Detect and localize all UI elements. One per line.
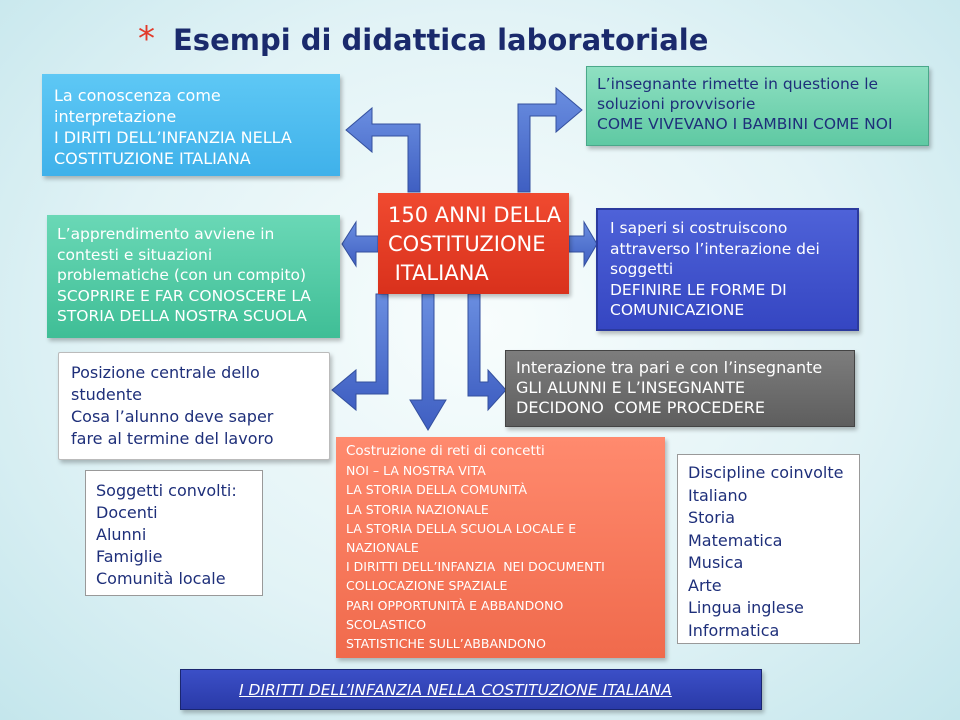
box-line: DECIDONO COME PROCEDERE [516,398,766,417]
box-line: PARI OPPORTUNITÀ E ABBANDONO [346,597,564,613]
box-line: fare al termine del lavoro [71,429,274,448]
box-discipline: Discipline coinvolte Italiano Storia Mat… [677,454,860,644]
box-posizione: Posizione centrale dello studente Cosa l… [58,352,330,460]
box-line: Musica [688,553,744,572]
box-costruzione: Costruzione di reti di concetti NOI – LA… [336,437,665,658]
box-line: I saperi si costruiscono [610,219,788,237]
box-line: COME VIVEVANO I BAMBINI COME NOI [597,115,893,133]
box-centrale: 150 ANNI DELLA COSTITUZIONE ITALIANA [378,193,569,294]
box-line: COMUNICAZIONE [610,301,745,319]
box-line: Comunità locale [96,569,226,588]
box-insegnante-rimette: L’insegnante rimette in questione le sol… [586,66,929,146]
box-line: L’apprendimento avviene in [57,225,275,243]
box-line: studente [71,385,143,404]
box-line: Soggetti convolti: [96,481,237,500]
box-line: Italiano [688,485,748,505]
box-saperi: I saperi si costruiscono attraverso l’in… [596,208,859,331]
page-title: * Esempi di didattica laboratoriale [138,16,898,62]
footer-link-diritti-infanzia[interactable]: I DIRITTI DELL’INFANZIA NELLA COSTITUZIO… [180,669,762,710]
box-line: LA STORIA DELLA SCUOLA LOCALE E [346,520,577,536]
box-interazione: Interazione tra pari e con l’insegnante … [505,350,855,427]
box-line: La conoscenza come [54,86,221,105]
arrow-to-saperi [568,220,598,268]
box-line: interpretazione [54,107,177,126]
box-line: problematiche (con un compito) [57,266,307,284]
box-line: Interazione tra pari e con l’insegnante [516,358,823,377]
box-apprendimento: L’apprendimento avviene in contesti e si… [47,215,340,338]
arrow-to-posizione [331,293,389,412]
box-line: LA STORIA NAZIONALE [346,501,489,517]
title-text: Esempi di didattica laboratoriale [173,23,709,57]
box-soggetti: Soggetti convolti: Docenti Alunni Famigl… [85,470,263,596]
box-line: soggetti [610,260,674,278]
box-line: soluzioni provvisorie [597,95,756,113]
box-line: Discipline coinvolte [688,463,844,482]
box-line: attraverso l’interazione dei [610,239,820,258]
box-line: NAZIONALE [346,540,419,556]
arrow-to-costruzione [409,293,447,431]
footer-link-text: I DIRITTI DELL’INFANZIA NELLA COSTITUZIO… [239,681,672,699]
arrow-to-interazione [467,293,507,412]
box-line: Alunni [96,525,147,544]
box-line: Posizione centrale dello [71,363,260,382]
box-line: DEFINIRE LE FORME DI [610,280,787,299]
box-line: Informatica [688,620,780,640]
arrow-to-apprendimento [341,220,379,268]
arrow-to-conoscenza [345,106,421,193]
box-line: Cosa l’alunno deve saper [71,407,274,426]
box-line: Famiglie [96,547,163,566]
box-line: NOI – LA NOSTRA VITA [346,463,486,479]
box-line: LA STORIA DELLA COMUNITÀ [346,482,528,498]
box-line: 150 ANNI DELLA [388,203,562,227]
box-line: STATISTICHE SULL’ABBANDONO [346,636,546,652]
arrow-to-insegnante [517,86,583,193]
box-line: L’insegnante rimette in questione le [597,75,879,93]
box-line: Matematica [688,530,783,550]
box-line: Storia [688,508,736,527]
box-line: COSTITUZIONE ITALIANA [54,149,251,168]
box-line: GLI ALUNNI E L’INSEGNANTE [516,378,745,397]
box-line: Costruzione di reti di concetti [346,443,545,459]
box-line: COSTITUZIONE [388,232,546,256]
box-line: contesti e situazioni [57,245,213,264]
box-line: ITALIANA [388,261,489,285]
box-line: Docenti [96,503,158,522]
box-line: I DIRITTI DELL’INFANZIA NEI DOCUMENTI [346,559,605,575]
box-line: STORIA DELLA NOSTRA SCUOLA [57,307,307,325]
box-line: I DIRITI DELL’INFANZIA NELLA [54,128,292,147]
box-conoscenza: La conoscenza come interpretazione I DIR… [42,74,340,176]
box-line: COLLOCAZIONE SPAZIALE [346,578,508,594]
box-line: Arte [688,575,722,595]
box-line: SCOPRIRE E FAR CONOSCERE LA [57,286,311,305]
box-line: SCOLASTICO [346,616,427,632]
star-bullet-icon: * [138,19,155,59]
box-line: Lingua inglese [688,598,804,617]
